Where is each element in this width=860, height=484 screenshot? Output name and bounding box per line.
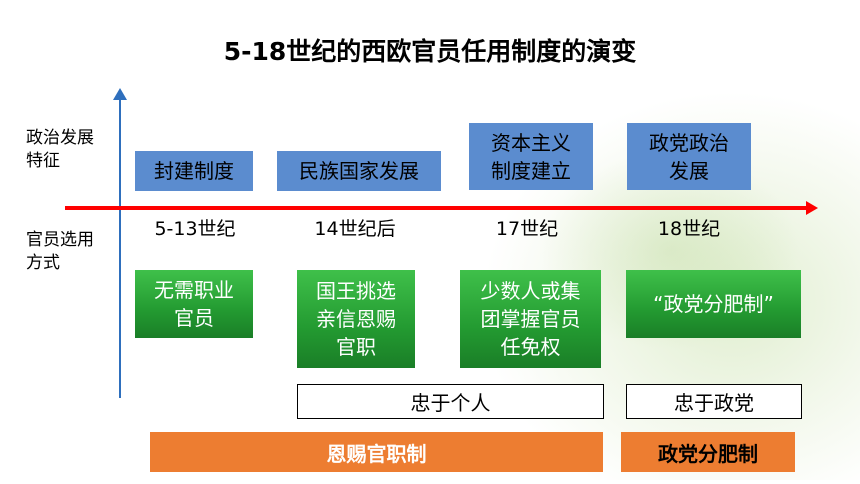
period-label-17: 17世纪 xyxy=(495,218,559,240)
stage-box-nation-state: 民族国家发展 xyxy=(277,151,441,191)
row-label-selection: 官员选用 方式 xyxy=(26,230,94,273)
vertical-axis xyxy=(119,95,121,398)
method-box-spoils-system: “政党分肥制” xyxy=(626,270,801,338)
stage-box-feudal: 封建制度 xyxy=(135,151,253,191)
system-bar-patronage: 恩赐官职制 xyxy=(150,432,603,472)
method-box-king-appoints: 国王挑选 亲信恩赐 官职 xyxy=(297,270,415,368)
period-label-18: 18世纪 xyxy=(657,218,721,240)
method-box-no-officials: 无需职业 官员 xyxy=(135,270,253,338)
loyalty-box-personal: 忠于个人 xyxy=(297,384,604,419)
vertical-axis-arrowhead xyxy=(113,88,127,100)
row-label-political: 政治发展 特征 xyxy=(26,128,94,171)
system-bar-spoils: 政党分肥制 xyxy=(621,432,795,472)
method-box-few-control: 少数人或集 团掌握官员 任免权 xyxy=(460,270,601,368)
period-label-5-13: 5-13世纪 xyxy=(154,218,236,240)
timeline-arrowhead xyxy=(806,201,818,215)
diagram-title: 5-18世纪的西欧官员任用制度的演变 xyxy=(223,37,637,66)
timeline-axis xyxy=(65,206,810,210)
period-label-14: 14世纪后 xyxy=(314,218,396,240)
loyalty-box-party: 忠于政党 xyxy=(626,384,802,419)
stage-box-capitalism: 资本主义 制度建立 xyxy=(469,123,593,190)
stage-box-party-politics: 政党政治 发展 xyxy=(627,123,751,190)
